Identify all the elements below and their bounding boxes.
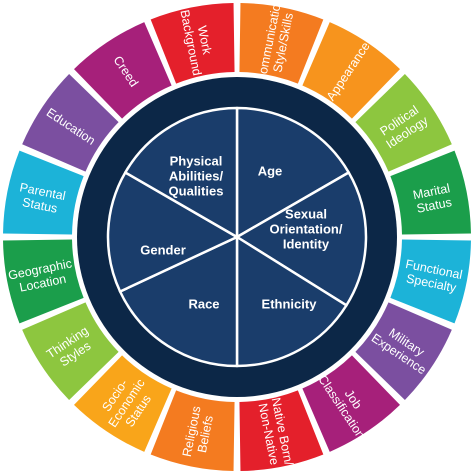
segment-political-ideology <box>355 74 452 172</box>
core-label-age: Age <box>258 164 283 179</box>
core-label-line: Sexual <box>285 207 327 222</box>
core-label-race: Race <box>188 297 219 312</box>
core-sexual-orientation <box>235 171 368 307</box>
segment-thinking-styles <box>22 302 119 400</box>
core-label-line: Age <box>258 164 283 179</box>
core-physical-abilities <box>124 106 239 239</box>
core-label-line: Physical <box>170 154 223 169</box>
label-line: Status <box>21 195 58 216</box>
core-label-line: Gender <box>140 243 186 258</box>
core-label-gender: Gender <box>140 243 186 258</box>
core-label-line: Race <box>188 297 219 312</box>
segment-job-classification <box>302 355 400 452</box>
core-label-line: Qualities <box>169 184 224 199</box>
segment-geographic-location <box>3 239 84 324</box>
core-label-line: Identity <box>283 237 330 252</box>
label-parental-status: ParentalStatus <box>16 180 67 217</box>
core-race <box>118 235 239 368</box>
core-gender <box>106 171 239 293</box>
label-marital-status: MaritalStatus <box>412 181 454 216</box>
label-line: Status <box>415 195 452 216</box>
core-label-line: Ethnicity <box>262 297 318 312</box>
segment-creed <box>74 22 172 119</box>
core-age <box>235 106 350 239</box>
core-label-line: Abilities/ <box>169 169 224 184</box>
segment-religious-beliefs <box>150 390 235 471</box>
core-label-line: Orientation/ <box>270 222 343 237</box>
label-line: Work <box>195 24 214 56</box>
segment-military-experience <box>355 302 452 400</box>
segment-work-background <box>150 3 235 84</box>
segment-education <box>22 74 119 172</box>
segment-functional-specialty <box>390 239 471 324</box>
core-label-ethnicity: Ethnicity <box>262 297 318 312</box>
segment-native-born <box>239 390 324 471</box>
segment-parental-status <box>3 150 84 235</box>
segment-appearance <box>302 22 400 119</box>
core-ethnicity <box>235 235 348 368</box>
segment-marital-status <box>390 150 471 235</box>
segment-communication-style <box>239 3 324 84</box>
segment-socio-economic-status <box>74 355 172 452</box>
